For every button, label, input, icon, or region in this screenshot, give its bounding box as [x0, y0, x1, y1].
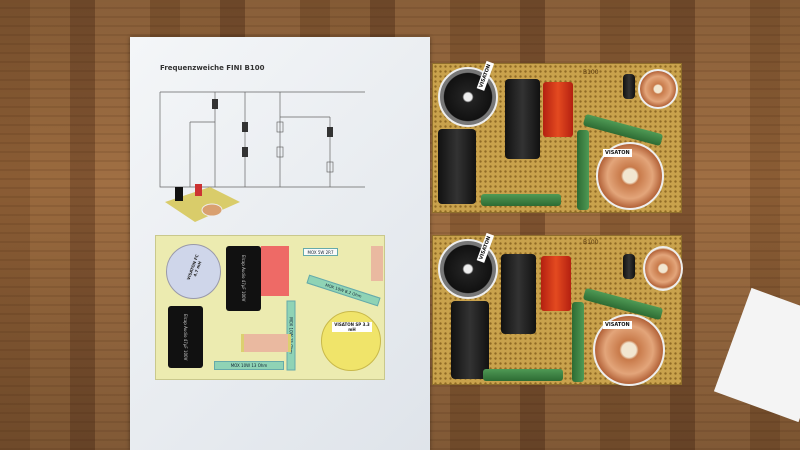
crossover-board-top: VISATON VISATON B100: [432, 61, 682, 213]
cap-1: Elcap Audio 47µF 100V: [226, 246, 261, 311]
crossover-board-bottom: VISATON VISATON B100: [432, 233, 683, 386]
red-cap: [541, 256, 571, 311]
circuit-schematic: [159, 91, 365, 188]
coil-label-2: VISATON: [603, 321, 632, 329]
coil-small: [643, 246, 683, 291]
electrolytic-cap-2: [451, 301, 489, 379]
resistor-green-3: [483, 369, 563, 381]
resistor-green-3: [481, 194, 561, 206]
coil-small: [638, 69, 678, 109]
inductor-small: [371, 246, 383, 281]
coil-yellow-illustration: VISATON SP 3.3 mH: [321, 311, 381, 371]
electrolytic-cap: [505, 79, 540, 159]
coil-yellow-label: VISATON SP 3.3 mH: [332, 322, 372, 332]
cap-2: Elcap Audio 47µF 100V: [168, 306, 203, 368]
resistor-green-2: [577, 130, 589, 210]
resistor-green: [582, 113, 664, 147]
small-cap: [623, 254, 635, 279]
board-label: B100: [583, 69, 599, 76]
res-8r2: MOX 10W 8.2 Ohm: [306, 274, 381, 307]
schematic-paper: Frequenzweiche FINI B100 VISATON FC 4.7 …: [130, 37, 430, 450]
electrolytic-cap-2: [438, 129, 476, 204]
board-3d-illustration: [165, 184, 240, 222]
paper-title: Frequenzweiche FINI B100: [160, 64, 265, 72]
red-cap: [261, 246, 289, 296]
red-cap: [543, 82, 573, 137]
coil-label-2: VISATON: [603, 149, 632, 157]
coil-big-illustration: VISATON FC 4.7 mH: [166, 244, 221, 299]
component-layout-diagram: VISATON FC 4.7 mH Elcap Audio 47µF 100V …: [155, 235, 385, 380]
res-2r7: MOX 5W 2R7: [303, 248, 338, 256]
resistor-green-2: [572, 302, 584, 382]
small-coil: [241, 334, 291, 352]
small-cap: [623, 74, 635, 99]
coil-big-label: VISATON FC 4.7 mH: [185, 253, 203, 281]
board-label: B100: [583, 239, 599, 246]
res-13: MOX 10W 13 Ohm: [214, 361, 284, 370]
electrolytic-cap: [501, 254, 536, 334]
